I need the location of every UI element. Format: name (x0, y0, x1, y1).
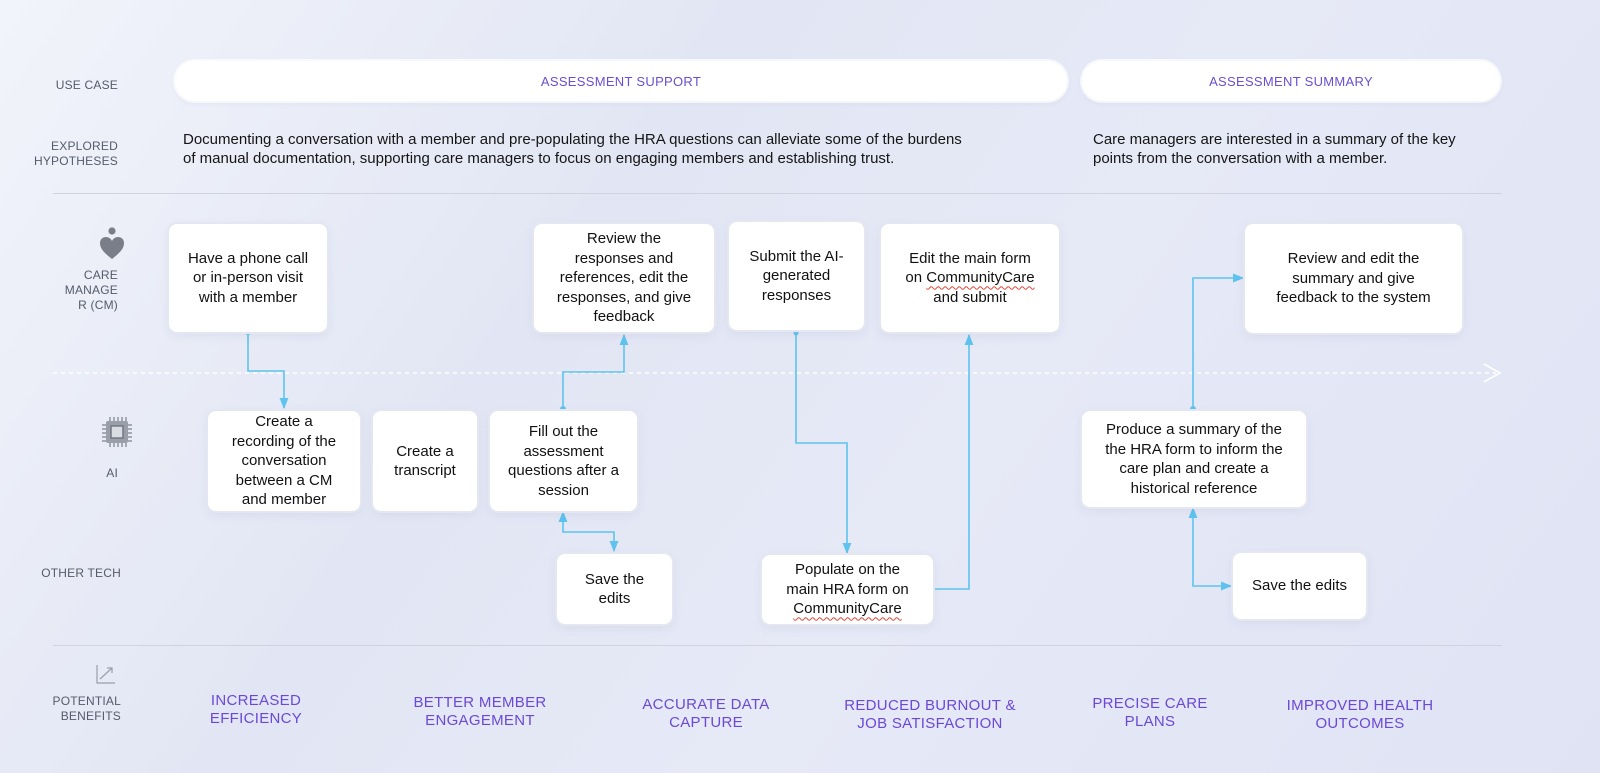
trend-chart-icon (96, 665, 115, 684)
chip-icon (102, 417, 132, 447)
use-case-assessment-summary: ASSESSMENT SUMMARY (1082, 61, 1500, 101)
step-populate-main-form: Populate on the main HRA form on Communi… (762, 555, 933, 624)
hypothesis-assessment-support: Documenting a conversation with a member… (183, 131, 962, 167)
step-produce-summary: Produce a summary of the the HRA form to… (1082, 411, 1306, 507)
use-case-assessment-support: ASSESSMENT SUPPORT (175, 61, 1067, 101)
step-create-recording: Create a recording of the conversation b… (208, 411, 360, 511)
row-label-use-case: USE CASE (55, 78, 118, 92)
step-phone-call: Have a phone call or in-person visit wit… (169, 224, 327, 332)
step-save-edits-1: Save the edits (557, 554, 672, 624)
row-label-benefits: POTENTIAL BENEFITS (52, 694, 121, 723)
step-save-edits-2: Save the edits (1233, 553, 1366, 619)
row-label-other-tech: OTHER TECH (41, 566, 121, 580)
row-label-hypotheses: EXPLORED HYPOTHESES (33, 139, 118, 168)
step-create-transcript: Create a transcript (373, 411, 477, 511)
step-review-summary: Review and edit the summary and give fee… (1245, 224, 1462, 333)
step-review-responses: Review the responses and references, edi… (534, 224, 714, 332)
hypothesis-assessment-summary: Care managers are interested in a summar… (1093, 131, 1456, 167)
heart-person-icon (100, 227, 124, 259)
divider-top (53, 193, 1502, 194)
step-submit-responses: Submit the AI- generated responses (729, 222, 864, 330)
divider-bottom (53, 645, 1502, 646)
row-label-ai: AI (106, 466, 118, 480)
step-fill-out-assessment: Fill out the assessment questions after … (490, 411, 637, 511)
row-label-care-manager: CARE MANAGE R (CM) (64, 268, 118, 312)
step-edit-main-form: Edit the main form on CommunityCare and … (881, 224, 1059, 332)
benefit-reduced-burnout: REDUCED BURNOUT &JOB SATISFACTION (844, 697, 1016, 732)
